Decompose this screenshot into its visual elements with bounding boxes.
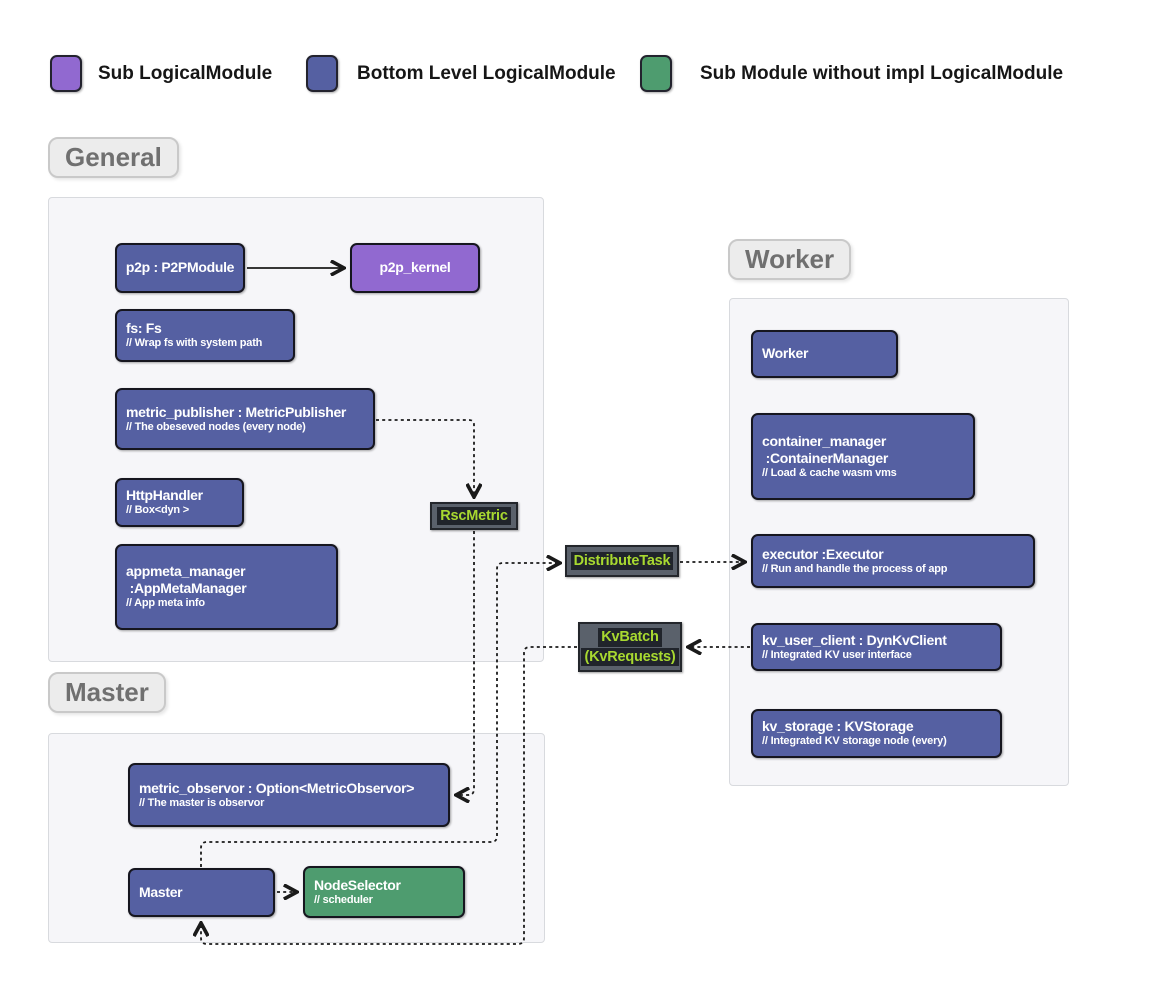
node-metric-observor: metric_observor : Option<MetricObservor>… xyxy=(128,763,450,827)
node-kv-user-client-comment: // Integrated KV user interface xyxy=(762,648,912,661)
node-appmeta-manager-subtitle: :AppMetaManager xyxy=(126,580,247,597)
node-fs-title: fs: Fs xyxy=(126,320,162,337)
node-executor-title: executor :Executor xyxy=(762,545,884,562)
legend-label-no-impl: Sub Module without impl LogicalModule xyxy=(700,63,1064,84)
node-master: Master xyxy=(128,868,275,917)
legend-label-bottom-level: Bottom Level LogicalModule xyxy=(357,63,616,84)
legend-swatch-bottom-level-icon xyxy=(306,55,338,92)
legend-label-sub-module: Sub LogicalModule xyxy=(98,63,273,84)
node-http-handler-comment: // Box<dyn > xyxy=(126,504,190,517)
message-distribute-task-text: DistributeTask xyxy=(570,551,674,571)
node-p2p-title: p2p : P2PModule xyxy=(125,259,235,276)
message-kv-batch: KvBatch (KvRequests) xyxy=(578,622,682,672)
node-metric-publisher-title: metric_publisher : MetricPublisher xyxy=(126,403,347,420)
node-kv-storage: kv_storage : KVStorage // Integrated KV … xyxy=(751,709,1002,758)
node-container-manager-subtitle: :ContainerManager xyxy=(762,449,889,466)
node-http-handler-title: HttpHandler xyxy=(126,487,203,504)
node-kv-user-client-title: kv_user_client : DynKvClient xyxy=(762,631,947,648)
node-http-handler: HttpHandler // Box<dyn > xyxy=(115,478,244,527)
node-kv-storage-title: kv_storage : KVStorage xyxy=(762,718,914,735)
node-container-manager-title: container_manager xyxy=(762,432,887,449)
node-appmeta-manager: appmeta_manager :AppMetaManager // App m… xyxy=(115,544,338,630)
node-metric-observor-title: metric_observor : Option<MetricObservor> xyxy=(139,779,415,796)
node-executor-comment: // Run and handle the process of app xyxy=(762,562,948,575)
message-rsc-metric-text: RscMetric xyxy=(437,506,511,526)
message-distribute-task: DistributeTask xyxy=(565,545,679,577)
node-p2p-kernel: p2p_kernel xyxy=(350,243,480,293)
node-fs-comment: // Wrap fs with system path xyxy=(126,337,263,350)
node-metric-observor-comment: // The master is observor xyxy=(139,796,265,809)
node-metric-publisher-comment: // The obeseved nodes (every node) xyxy=(126,420,306,433)
section-label-master: Master xyxy=(48,672,166,713)
node-fs: fs: Fs // Wrap fs with system path xyxy=(115,309,295,362)
node-executor: executor :Executor // Run and handle the… xyxy=(751,534,1035,588)
node-container-manager: container_manager :ContainerManager // L… xyxy=(751,413,975,500)
message-kv-batch-text-line1: KvBatch xyxy=(598,628,662,647)
node-worker-title: Worker xyxy=(762,345,809,362)
node-kv-storage-comment: // Integrated KV storage node (every) xyxy=(762,735,947,748)
legend-swatch-sub-module-icon xyxy=(50,55,82,92)
node-master-title: Master xyxy=(139,883,183,900)
node-p2p-kernel-title: p2p_kernel xyxy=(379,259,451,276)
node-appmeta-manager-title: appmeta_manager xyxy=(126,563,246,580)
node-appmeta-manager-comment: // App meta info xyxy=(126,597,205,610)
node-node-selector-title: NodeSelector xyxy=(314,876,401,893)
node-p2p: p2p : P2PModule xyxy=(115,243,245,293)
message-rsc-metric: RscMetric xyxy=(430,502,518,530)
node-node-selector: NodeSelector // scheduler xyxy=(303,866,465,918)
legend-swatch-no-impl-icon xyxy=(640,55,672,92)
node-metric-publisher: metric_publisher : MetricPublisher // Th… xyxy=(115,388,375,450)
node-worker: Worker xyxy=(751,330,898,378)
section-label-general: General xyxy=(48,137,179,178)
node-node-selector-comment: // scheduler xyxy=(314,893,373,906)
node-container-manager-comment: // Load & cache wasm vms xyxy=(762,466,897,479)
section-label-worker: Worker xyxy=(728,239,852,280)
message-kv-batch-text-line2: (KvRequests) xyxy=(581,647,679,666)
node-kv-user-client: kv_user_client : DynKvClient // Integrat… xyxy=(751,623,1002,671)
